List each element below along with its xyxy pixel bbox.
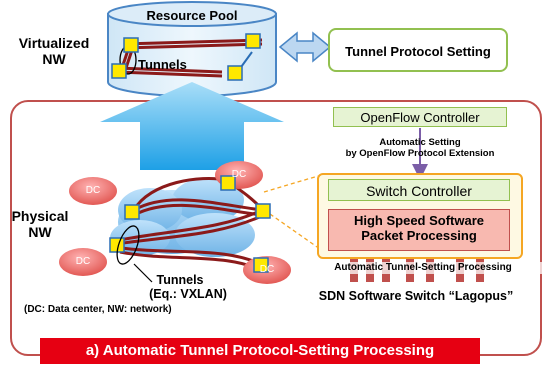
double-arrow-icon [278,31,332,63]
openflow-controller-box: OpenFlow Controller [333,107,507,127]
high-speed-processing-box: High Speed Software Packet Processing [328,209,510,251]
physical-tunnels-label: Tunnels [156,273,204,287]
dc-label-bottom-right: DC [259,264,275,275]
resource-pool-cylinder [107,1,277,97]
high-speed-line-1: High Speed Software [353,213,485,228]
physical-nw-label: Physical NW [10,208,70,240]
physical-switches [109,175,271,273]
tunnels-example-label: (Eq.: VXLAN) [149,287,227,301]
virtualized-line-2: NW [42,51,66,68]
tunnel-protocol-setting-box: Tunnel Protocol Setting [328,28,508,72]
virtualized-nw-label: Virtualized NW [2,35,106,67]
automatic-processing-label: Automatic Tunnel-Setting Processing [301,262,545,274]
virtualized-line-1: Virtualized [18,35,90,51]
physical-line-1: Physical [11,208,69,224]
automatic-setting-line-1: Automatic Setting [379,137,461,148]
footnote: (DC: Data center, NW: network) [24,304,172,315]
dc-label-top-right: DC [231,169,247,180]
up-arrow-icon [100,82,284,170]
dc-label-top-left: DC [85,185,101,196]
physical-line-2: NW [28,224,52,241]
automatic-setting-text: Automatic Setting by OpenFlow Protocol E… [312,137,528,160]
resource-pool-title: Resource Pool [146,8,238,23]
switch-controller-box: Switch Controller [328,179,510,201]
pool-tunnels-label: Tunnels [138,57,187,72]
sdn-switch-label: SDN Software Switch “Lagopus” [318,289,514,303]
high-speed-line-2: Packet Processing [361,227,477,243]
dc-label-bottom-left: DC [75,256,91,267]
automatic-setting-line-2: by OpenFlow Protocol Extension [345,147,495,159]
caption-banner: a) Automatic Tunnel Protocol-Setting Pro… [40,338,480,364]
